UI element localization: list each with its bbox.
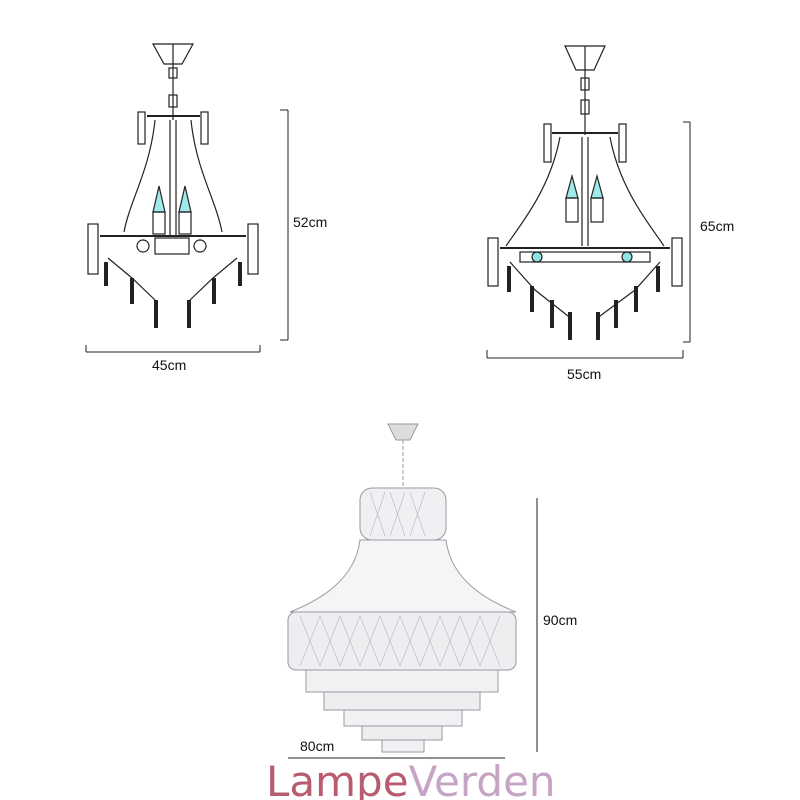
crystal-drops bbox=[507, 266, 660, 340]
height-label-large: 90cm bbox=[543, 612, 578, 628]
watermark-logo: LampeVerden bbox=[266, 761, 556, 800]
width-label-medium: 55cm bbox=[567, 366, 602, 382]
dimension-lines-small bbox=[85, 109, 289, 353]
watermark-part-1: Lampe bbox=[266, 757, 409, 800]
chandelier-drawing-small bbox=[87, 43, 259, 328]
chandelier-drawing-medium bbox=[487, 45, 683, 340]
crystal-pattern bbox=[299, 491, 501, 667]
width-label-small: 45cm bbox=[152, 357, 187, 373]
watermark-part-2: Verden bbox=[408, 757, 556, 800]
dimension-lines-medium bbox=[486, 121, 691, 359]
width-label-large: 80cm bbox=[300, 738, 335, 754]
dimension-lines-large bbox=[288, 498, 538, 759]
height-label-medium: 65cm bbox=[700, 218, 735, 234]
height-label-small: 52cm bbox=[293, 214, 328, 230]
chandelier-photo-crystal bbox=[287, 423, 517, 753]
crystal-drops bbox=[104, 262, 242, 328]
